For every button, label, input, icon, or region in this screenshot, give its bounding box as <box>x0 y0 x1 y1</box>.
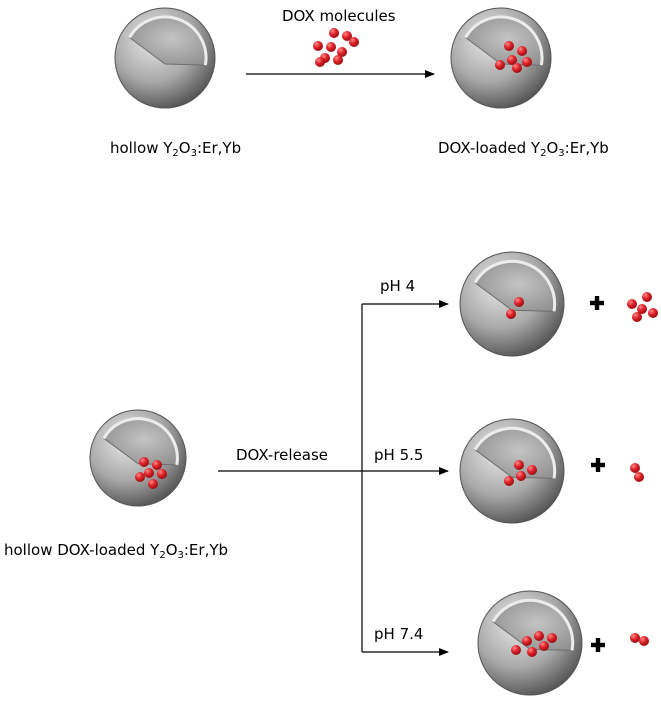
retained-dot-ph7-4-6 <box>511 645 521 655</box>
ph-label-4: pH 4 <box>380 277 416 295</box>
particle-rim <box>102 417 179 466</box>
loaded-dox-dot-6 <box>512 63 522 73</box>
source-particle-caption: hollow DOX-loaded Y2O3:Er,Yb <box>4 541 229 561</box>
free-dox-dot-7 <box>333 55 343 65</box>
plus-icon <box>591 458 605 472</box>
released-dot-ph7-4-2 <box>639 636 649 646</box>
particle-rim <box>491 598 575 651</box>
product-particle-ph5-5 <box>459 418 565 524</box>
retained-dot-ph5-5-2 <box>527 465 537 475</box>
hollow-particle-caption: hollow Y2O3:Er,Yb <box>110 139 242 159</box>
loaded-dox-dot-3 <box>507 55 517 65</box>
released-dot-ph5-5-1 <box>630 463 640 473</box>
source-particle <box>89 409 187 507</box>
loaded-dox-dot-2 <box>517 46 527 56</box>
free-dox-dot-5 <box>337 47 347 57</box>
released-dot-ph4-4 <box>648 308 658 318</box>
source-dox-dot-5 <box>135 472 145 482</box>
released-dot-ph4-2 <box>627 299 637 309</box>
retained-dot-ph4-1 <box>514 297 524 307</box>
free-dox-dot-2 <box>342 31 352 41</box>
source-dox-dot-3 <box>144 468 154 478</box>
loaded-dox-dot-4 <box>522 57 532 67</box>
ph-label-7-4: pH 7.4 <box>374 625 424 643</box>
released-dot-ph5-5-2 <box>634 472 644 482</box>
retained-dot-ph5-5-4 <box>504 476 514 486</box>
particle-rim <box>473 259 557 312</box>
loaded-particle <box>450 7 552 109</box>
retained-dot-ph7-4-4 <box>539 641 549 651</box>
source-dox-dot-1 <box>139 457 149 467</box>
retained-dot-ph5-5-3 <box>516 471 526 481</box>
ph-label-5-5: pH 5.5 <box>374 446 424 464</box>
source-dox-dot-2 <box>152 460 162 470</box>
source-dox-dot-6 <box>148 479 158 489</box>
free-dox-dot-3 <box>313 41 323 51</box>
release-arrow-label: DOX-release <box>236 446 329 464</box>
plus-icon <box>590 296 604 310</box>
top-arrow-label: DOX molecules <box>282 7 396 25</box>
retained-dot-ph4-2 <box>506 309 516 319</box>
released-dot-ph7-4-1 <box>630 633 640 643</box>
particle-rim <box>464 15 544 66</box>
plus-icon <box>591 638 605 652</box>
retained-dot-ph7-4-3 <box>522 636 532 646</box>
retained-dot-ph7-4-1 <box>534 631 544 641</box>
free-dox-dot-1 <box>329 28 339 38</box>
particle-rim <box>128 15 208 66</box>
free-dox-dot-4 <box>326 42 336 52</box>
released-dot-ph4-3 <box>637 304 647 314</box>
particle-rim <box>473 426 557 479</box>
free-dox-dot-8 <box>349 37 359 47</box>
retained-dot-ph5-5-1 <box>514 460 524 470</box>
loaded-particle-caption: DOX-loaded Y2O3:Er,Yb <box>438 139 609 159</box>
released-dot-ph4-5 <box>632 312 642 322</box>
source-dox-dot-4 <box>157 469 167 479</box>
product-particle-ph4 <box>459 251 565 357</box>
free-dox-dot-9 <box>315 57 325 67</box>
released-dot-ph4-1 <box>642 292 652 302</box>
retained-dot-ph7-4-5 <box>527 647 537 657</box>
retained-dot-ph7-4-2 <box>547 633 557 643</box>
loaded-dox-dot-1 <box>504 41 514 51</box>
loaded-dox-dot-5 <box>495 60 505 70</box>
hollow-particle <box>114 7 216 109</box>
